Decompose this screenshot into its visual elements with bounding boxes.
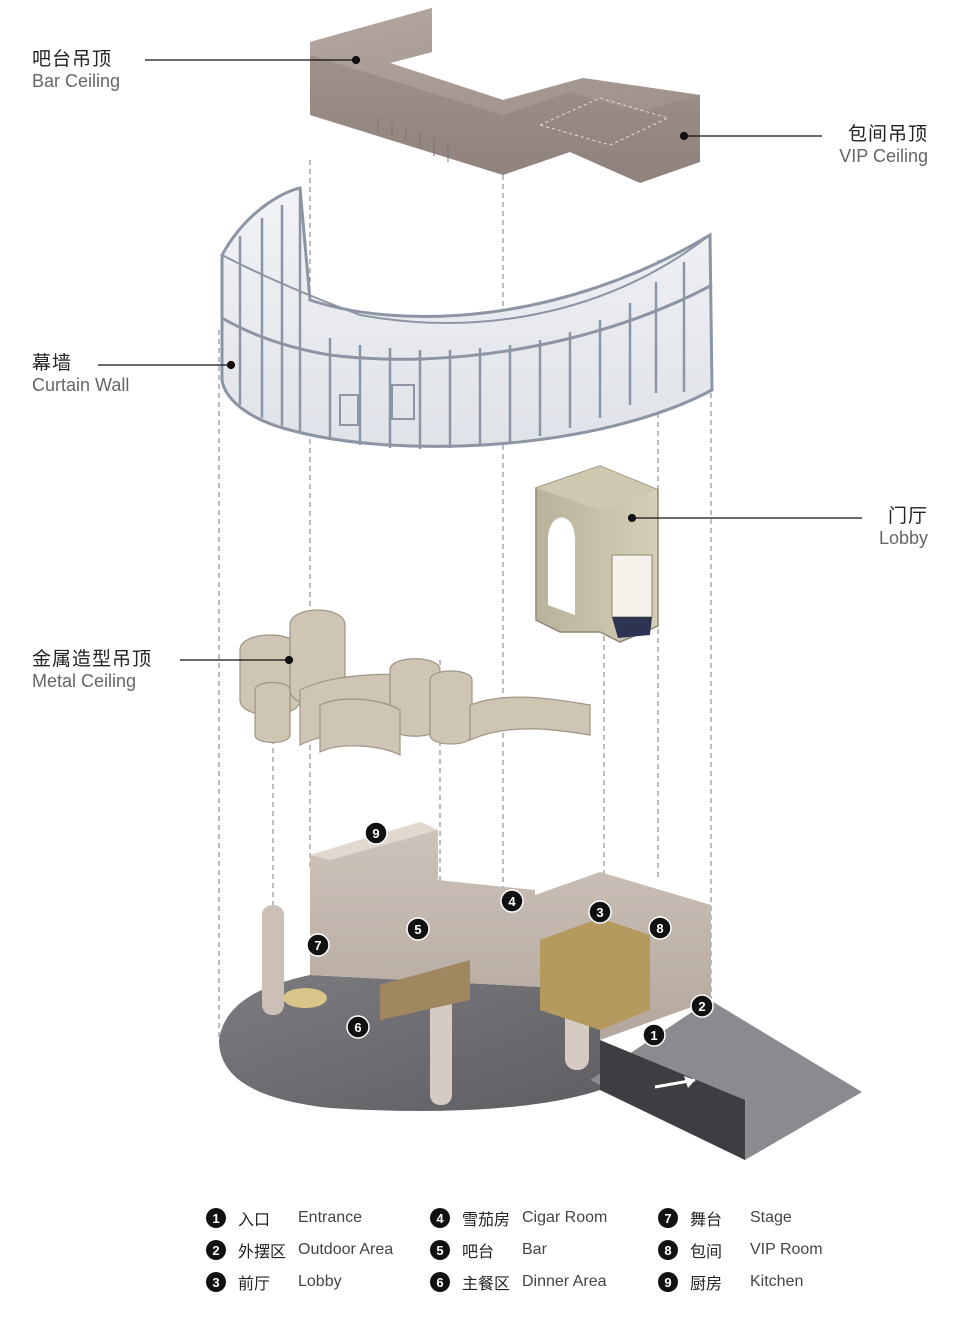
marker-label: 4 xyxy=(508,894,516,909)
callout-zh: 门厅 xyxy=(887,505,928,527)
marker-dot xyxy=(690,994,714,1018)
legend-zh: 包间 xyxy=(690,1242,723,1261)
legend-number: 9 xyxy=(658,1272,678,1292)
legend-number: 5 xyxy=(430,1240,450,1260)
legend-item: 3 前厅 Lobby xyxy=(206,1270,342,1294)
plan-markers: 1 2 3 4 5 6 7 8 9 xyxy=(306,821,714,1047)
legend-zh: 主餐区 xyxy=(462,1274,511,1293)
legend-item: 1 入口 Entrance xyxy=(206,1206,362,1230)
curtain-wall xyxy=(220,186,714,449)
lobby-volume xyxy=(535,465,659,643)
marker-label: 6 xyxy=(354,1020,361,1035)
legend-en: VIP Room xyxy=(750,1241,823,1258)
legend-item: 8 包间 VIP Room xyxy=(658,1238,823,1262)
legend-item: 9 厨房 Kitchen xyxy=(658,1270,803,1294)
marker-dot xyxy=(364,821,388,845)
bar-ceiling-slab xyxy=(310,8,700,183)
leader-lines xyxy=(98,55,862,665)
legend-en: Stage xyxy=(750,1209,792,1226)
callout-en: Bar Ceiling xyxy=(32,70,121,91)
legend-en: Kitchen xyxy=(750,1273,804,1290)
marker-dot xyxy=(306,933,330,957)
legend-en: Cigar Room xyxy=(522,1209,608,1226)
callout-curtain-wall: 幕墙 Curtain Wall xyxy=(32,352,130,396)
marker-label: 7 xyxy=(314,938,321,953)
marker-label: 5 xyxy=(414,922,421,937)
legend-zh: 入口 xyxy=(238,1210,271,1229)
legend-en: Lobby xyxy=(298,1273,342,1290)
legend-number: 7 xyxy=(658,1208,678,1228)
legend-item: 4 雪茄房 Cigar Room xyxy=(430,1206,607,1230)
callout-vip-ceiling: 包间吊顶 VIP Ceiling xyxy=(839,123,928,167)
legend-zh: 雪茄房 xyxy=(462,1210,511,1229)
legend: 1 入口 Entrance 2 外摆区 Outdoor Area 3 前厅 Lo… xyxy=(206,1206,866,1306)
marker-label: 8 xyxy=(656,921,663,936)
legend-item: 2 外摆区 Outdoor Area xyxy=(206,1238,393,1262)
legend-en: Entrance xyxy=(298,1209,363,1226)
marker-dot xyxy=(346,1015,370,1039)
callout-en: Lobby xyxy=(878,527,928,548)
marker-dot xyxy=(642,1023,666,1047)
legend-item: 7 舞台 Stage xyxy=(658,1206,792,1230)
legend-item: 5 吧台 Bar xyxy=(430,1238,547,1262)
legend-zh: 舞台 xyxy=(690,1210,723,1229)
marker-dot xyxy=(500,889,524,913)
marker-dot xyxy=(588,900,612,924)
legend-number: 3 xyxy=(206,1272,226,1292)
legend-number: 8 xyxy=(658,1240,678,1260)
legend-number: 4 xyxy=(430,1208,450,1228)
callout-en: Curtain Wall xyxy=(32,374,130,395)
marker-label: 9 xyxy=(372,826,379,841)
marker-dot xyxy=(406,917,430,941)
legend-en: Bar xyxy=(522,1241,547,1258)
legend-en: Outdoor Area xyxy=(298,1241,394,1258)
marker-label: 3 xyxy=(596,905,603,920)
marker-dot xyxy=(648,916,672,940)
floor-plan-volume xyxy=(219,822,862,1160)
legend-number: 2 xyxy=(206,1240,226,1260)
legend-zh: 吧台 xyxy=(462,1242,495,1261)
callout-en: VIP Ceiling xyxy=(839,145,928,166)
callout-zh: 金属造型吊顶 xyxy=(32,648,153,670)
marker-label: 1 xyxy=(650,1028,657,1043)
legend-zh: 厨房 xyxy=(690,1274,723,1293)
callout-zh: 吧台吊顶 xyxy=(32,48,113,70)
legend-en: Dinner Area xyxy=(522,1273,607,1290)
callout-en: Metal Ceiling xyxy=(32,670,137,691)
callout-zh: 包间吊顶 xyxy=(847,123,928,145)
legend-item: 6 主餐区 Dinner Area xyxy=(430,1270,607,1294)
legend-zh: 前厅 xyxy=(238,1274,271,1293)
callout-bar-ceiling: 吧台吊顶 Bar Ceiling xyxy=(32,48,121,92)
legend-number: 1 xyxy=(206,1208,226,1228)
callout-metal-ceiling: 金属造型吊顶 Metal Ceiling xyxy=(32,648,153,692)
metal-ceiling xyxy=(239,609,591,756)
legend-zh: 外摆区 xyxy=(238,1242,287,1261)
callout-zh: 幕墙 xyxy=(32,352,73,374)
marker-label: 2 xyxy=(698,999,705,1014)
callout-lobby: 门厅 Lobby xyxy=(878,505,928,549)
legend-number: 6 xyxy=(430,1272,450,1292)
